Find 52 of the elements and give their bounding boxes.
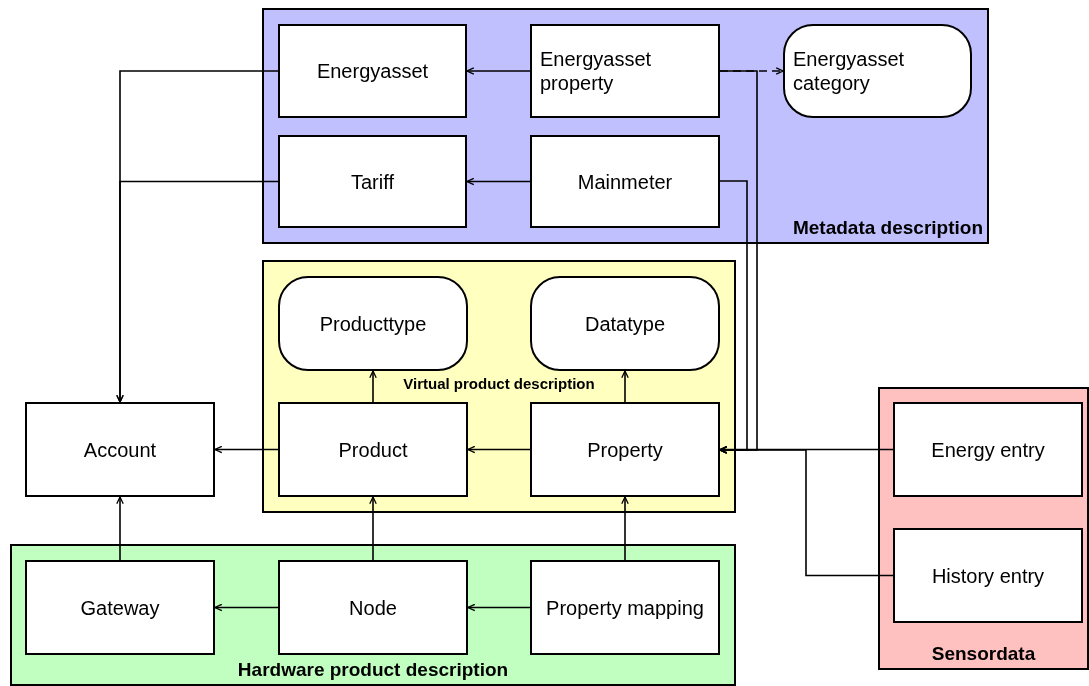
node-label: Producttype bbox=[318, 311, 428, 336]
arrow bbox=[116, 496, 124, 561]
node-label: Property mapping bbox=[545, 595, 705, 620]
entity-box bbox=[278, 402, 468, 497]
node-label: Energy entry bbox=[930, 437, 1046, 462]
group-title: Hardware product description bbox=[236, 659, 510, 682]
arrow bbox=[621, 496, 629, 561]
rounded-box bbox=[783, 24, 972, 118]
entity-box bbox=[278, 135, 467, 228]
group-title: Metadata description bbox=[792, 217, 983, 240]
entity-box bbox=[530, 135, 720, 228]
arrow bbox=[116, 180, 279, 403]
node-label: Mainmeter bbox=[576, 169, 674, 194]
node-label: Property bbox=[586, 437, 664, 462]
node-label: History entry bbox=[930, 563, 1046, 588]
entity-box bbox=[278, 560, 468, 655]
entity-box bbox=[25, 560, 215, 655]
arrow bbox=[466, 67, 531, 75]
group-title: Virtual product description bbox=[402, 375, 596, 393]
node-label: Energyasset category bbox=[792, 47, 906, 95]
entity-box bbox=[530, 24, 720, 118]
entity-box bbox=[530, 560, 720, 655]
group-panel bbox=[262, 8, 989, 244]
arrow bbox=[719, 446, 894, 577]
group-title: Sensordata bbox=[930, 643, 1037, 666]
group-panel bbox=[10, 544, 736, 686]
rounded-box bbox=[530, 276, 720, 371]
entity-box bbox=[893, 528, 1083, 623]
rounded-box bbox=[278, 276, 468, 371]
node-label: Product bbox=[337, 437, 409, 462]
arrow bbox=[467, 603, 531, 612]
node-label: Gateway bbox=[79, 595, 161, 620]
arrow bbox=[369, 370, 377, 403]
group-panel bbox=[262, 260, 736, 513]
arrow bbox=[467, 445, 531, 454]
arrow bbox=[214, 445, 279, 454]
entity-box bbox=[530, 402, 720, 497]
arrow bbox=[466, 177, 531, 186]
node-label: Node bbox=[348, 595, 398, 620]
entity-box bbox=[25, 402, 215, 497]
node-label: Energyasset property bbox=[539, 47, 653, 95]
arrow bbox=[214, 603, 279, 612]
arrow bbox=[719, 445, 894, 454]
entity-box bbox=[893, 402, 1083, 497]
node-label: Tariff bbox=[350, 169, 395, 194]
node-label: Account bbox=[82, 437, 158, 462]
arrow bbox=[369, 496, 377, 561]
node-label: Datatype bbox=[583, 311, 667, 336]
node-label: Energyasset bbox=[315, 59, 430, 83]
group-panel bbox=[878, 387, 1089, 670]
arrow bbox=[621, 370, 629, 403]
entity-box bbox=[278, 24, 467, 118]
